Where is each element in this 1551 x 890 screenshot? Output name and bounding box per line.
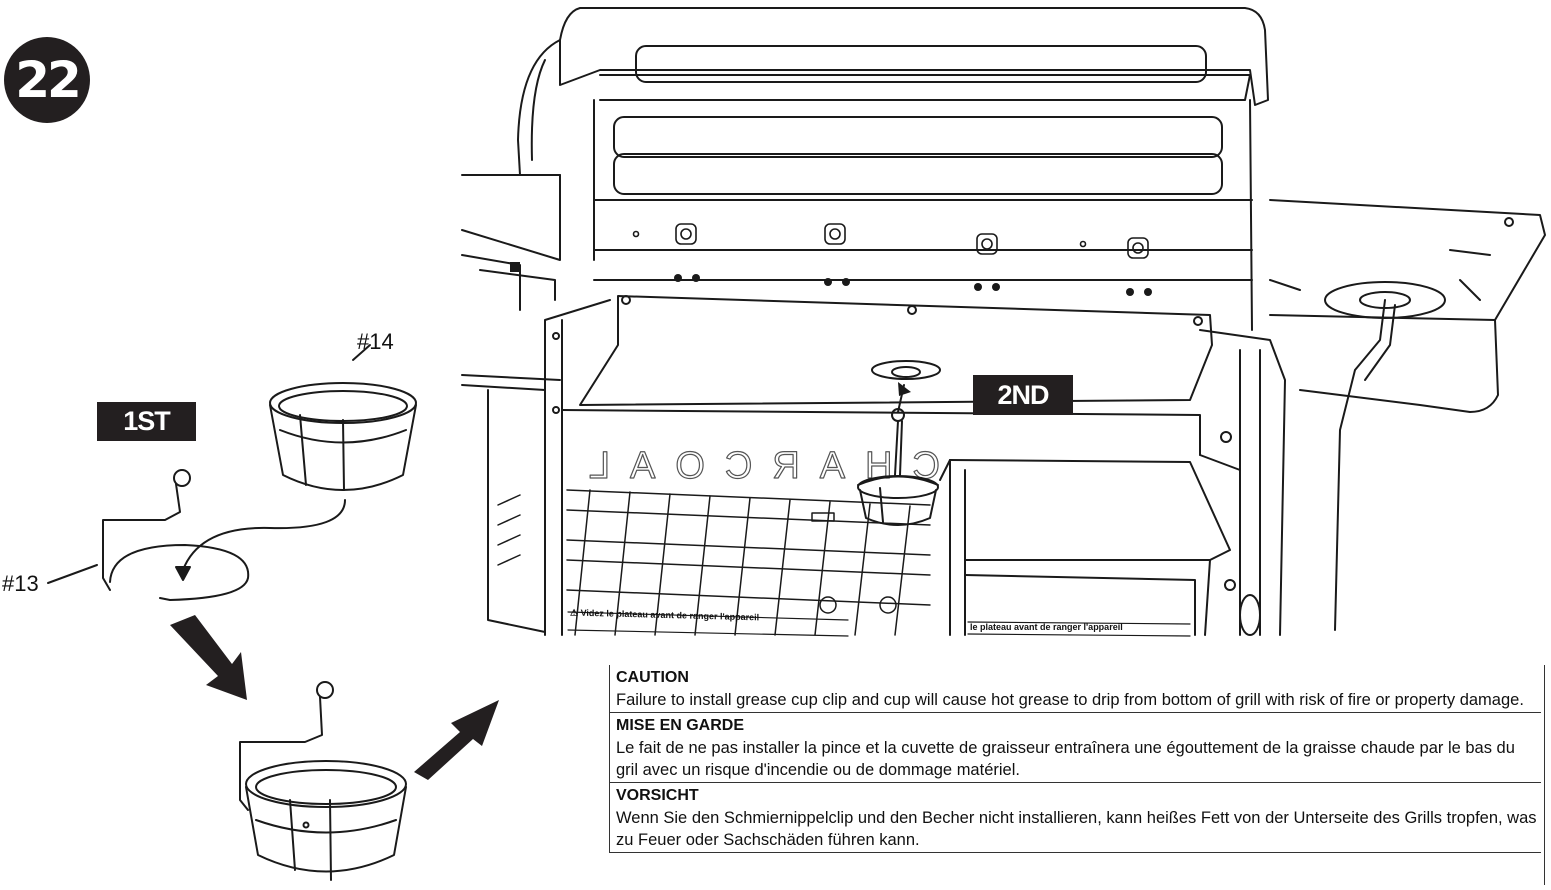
caution-heading: CAUTION: [616, 669, 689, 686]
caution-heading: VORSICHT: [616, 787, 699, 804]
cup-clip-icon: [102, 469, 250, 601]
leader-line-14: [352, 344, 371, 361]
caution-section-de: VORSICHT Wenn Sie den Schmiernippelclip …: [610, 783, 1541, 853]
caution-body: Failure to install grease cup clip and c…: [616, 691, 1524, 709]
cart-frame: [487, 299, 1286, 636]
grill-front-text: CHARCOAL: [569, 445, 940, 487]
step-number-badge: 22: [4, 37, 90, 123]
step-tag-first: 1ST: [97, 402, 196, 441]
grill-lid: [517, 7, 1269, 331]
grease-tray: [579, 295, 1213, 406]
caution-box-right-rule: [1544, 665, 1545, 885]
part-number-13: #13: [2, 571, 39, 596]
control-panel: [593, 199, 1253, 296]
step-tag-second: 2ND: [973, 375, 1073, 415]
caution-body: Wenn Sie den Schmiernippelclip und den B…: [616, 809, 1537, 849]
assembled-clip-and-cup: [239, 681, 407, 881]
part-number-14: #14: [357, 329, 394, 354]
wire-rack: [566, 489, 931, 636]
caution-section-en: CAUTION Failure to install grease cup cl…: [610, 665, 1541, 713]
right-side-burner: [1269, 199, 1546, 631]
left-side-shelf: [461, 174, 561, 391]
arrow-icon: [414, 700, 499, 780]
leader-line-13: [47, 564, 98, 584]
installed-grease-cup: [857, 408, 939, 526]
cart-door: [939, 459, 1261, 636]
caution-section-fr: MISE EN GARDE Le fait de ne pas installe…: [610, 713, 1541, 783]
grill-warning-label-right: le plateau avant de ranger l'appareil: [970, 622, 1123, 632]
caution-heading: MISE EN GARDE: [616, 717, 745, 734]
arrow-icon: [170, 615, 247, 700]
caution-body: Le fait de ne pas installer la pince et …: [616, 739, 1515, 779]
caution-box: CAUTION Failure to install grease cup cl…: [609, 665, 1541, 853]
warning-label-strips: [567, 611, 1191, 637]
arrow-icon: [182, 499, 346, 571]
grease-cup-icon: [269, 382, 417, 491]
